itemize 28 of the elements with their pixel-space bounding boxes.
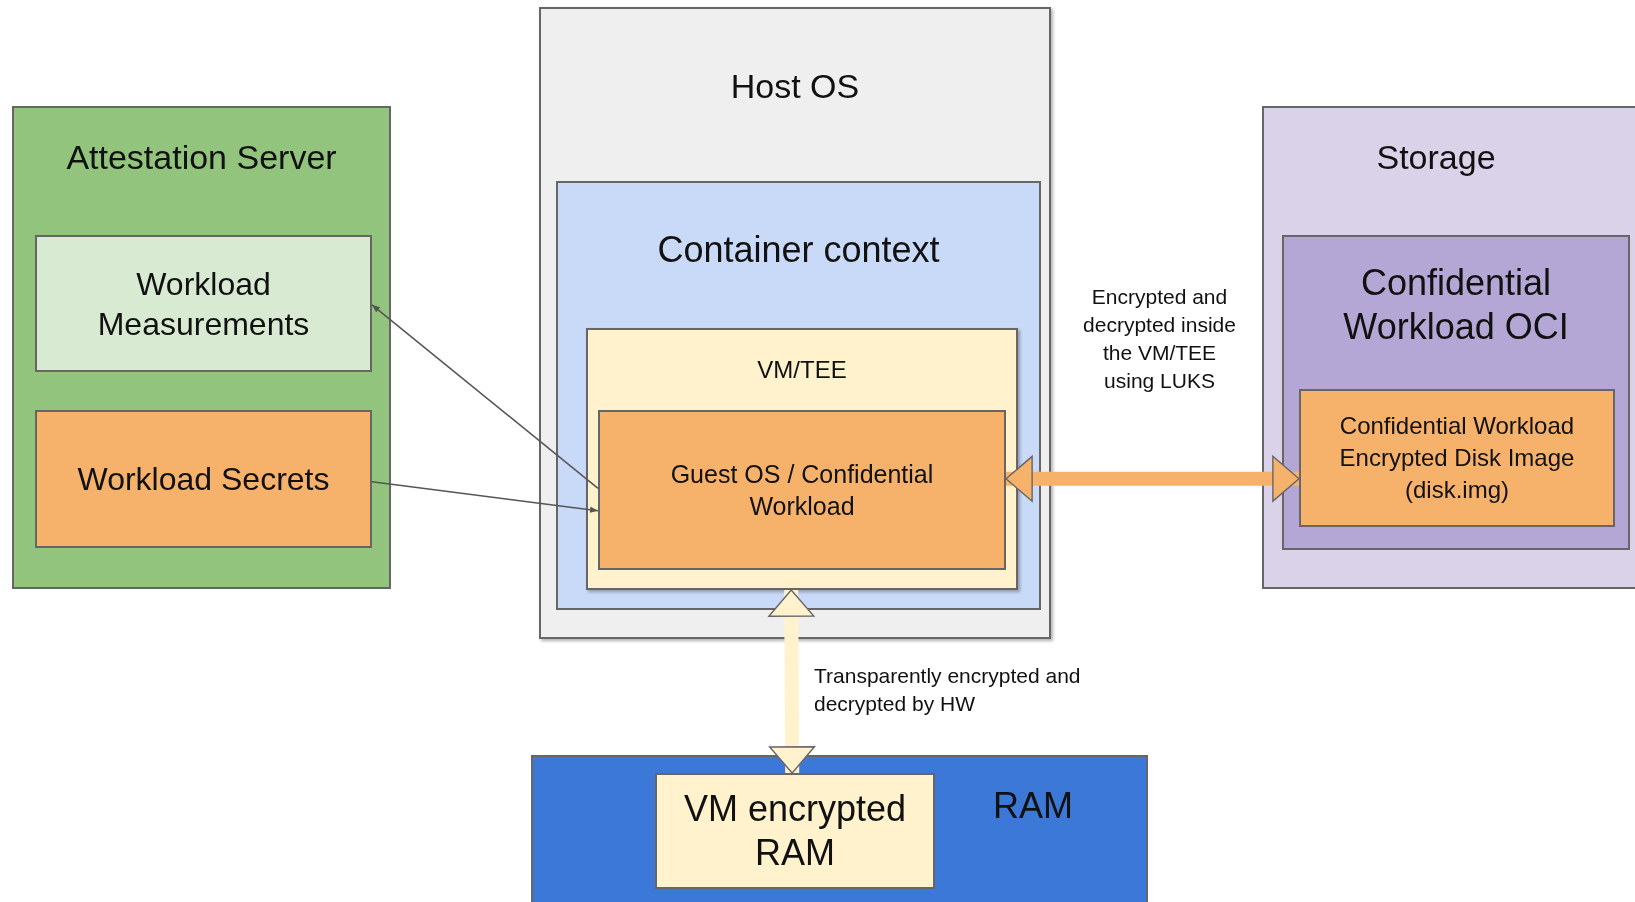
process-box bbox=[1282, 235, 1630, 550]
box-label: Workload Secrets bbox=[77, 460, 330, 499]
box-label: Storage bbox=[1376, 137, 1496, 178]
double-arrow bbox=[1005, 455, 1300, 502]
box-label: Confidential Workload Encrypted Disk Image (disk.img) bbox=[1338, 411, 1576, 505]
process-box bbox=[35, 235, 372, 372]
process-box bbox=[12, 106, 391, 589]
double-arrow bbox=[768, 589, 816, 774]
box-label: Container context bbox=[657, 228, 940, 272]
process-box bbox=[598, 410, 1006, 570]
process-box bbox=[556, 181, 1041, 610]
box-label: Guest OS / Confidential Workload bbox=[669, 459, 935, 522]
process-box bbox=[586, 328, 1018, 590]
box-label: VM encrypted RAM bbox=[682, 787, 908, 875]
box-label: Attestation Server bbox=[66, 137, 337, 178]
arrow bbox=[371, 304, 599, 490]
process-box bbox=[655, 773, 935, 889]
process-box bbox=[539, 7, 1051, 639]
process-box bbox=[35, 410, 372, 548]
box-label: Host OS bbox=[730, 66, 860, 107]
box-label: Confidential Workload OCI bbox=[1342, 261, 1570, 349]
arrow bbox=[371, 481, 599, 513]
box-label: Workload Measurements bbox=[96, 264, 311, 344]
process-box bbox=[1299, 389, 1615, 527]
process-box bbox=[531, 755, 1148, 902]
box-label: VM/TEE bbox=[757, 355, 847, 385]
process-box bbox=[1262, 106, 1635, 589]
box-label: RAM bbox=[993, 784, 1073, 828]
